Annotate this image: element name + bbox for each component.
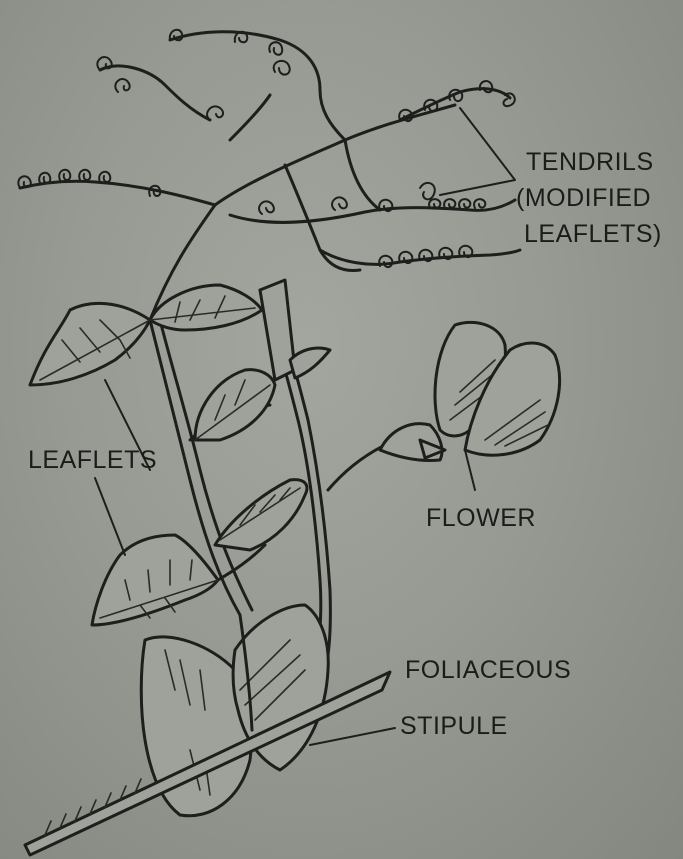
leaflets-label: LEAFLETS (28, 448, 157, 473)
tendrils-label-line-3: LEAFLETS) (524, 222, 662, 247)
foliaceous-stipule (25, 605, 395, 855)
flower-label: FLOWER (426, 506, 536, 531)
tendrils (18, 30, 520, 320)
stipule-label: STIPULE (400, 714, 508, 739)
tendrils-label-line-1: TENDRILS (526, 150, 654, 175)
flower (328, 322, 560, 490)
tendrils-label-line-2: (MODIFIED (516, 186, 651, 211)
foliaceous-label: FOLIACEOUS (405, 658, 571, 683)
